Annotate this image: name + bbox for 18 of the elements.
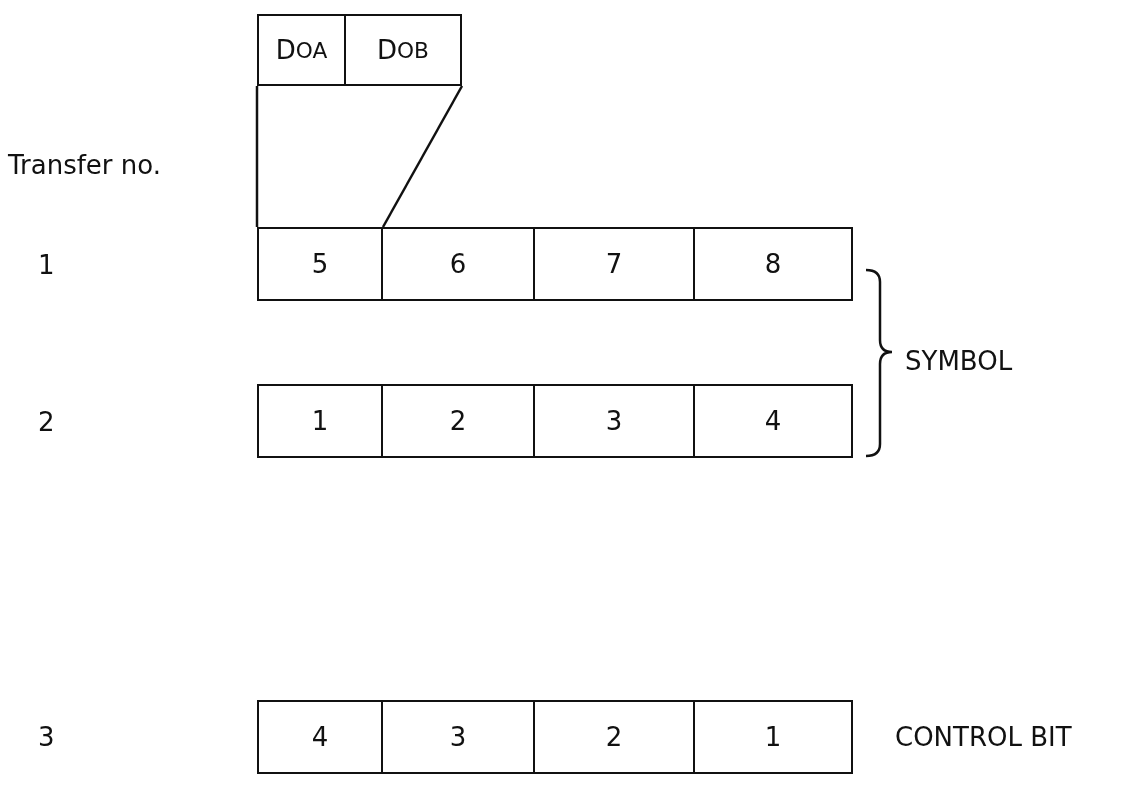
table-cell: 1 <box>693 700 853 774</box>
table-cell: 4 <box>693 384 853 458</box>
table-cell: 5 <box>257 227 383 301</box>
side-label: CONTROL BIT <box>895 722 1072 752</box>
table-cell: 3 <box>533 384 695 458</box>
table-cell: 1 <box>257 384 383 458</box>
table-cell: 4 <box>257 700 383 774</box>
table-cell: 8 <box>693 227 853 301</box>
row-number: 3 <box>38 722 55 752</box>
table-cell: 2 <box>533 700 695 774</box>
table-cell: 2 <box>381 384 535 458</box>
row-number: 2 <box>38 407 55 437</box>
column-heading: Transfer no. <box>8 150 161 180</box>
side-label: SYMBOL <box>905 346 1013 376</box>
table-cell: 3 <box>381 700 535 774</box>
table-cell: 6 <box>381 227 535 301</box>
row-number: 1 <box>38 250 55 280</box>
table-cell: 7 <box>533 227 695 301</box>
